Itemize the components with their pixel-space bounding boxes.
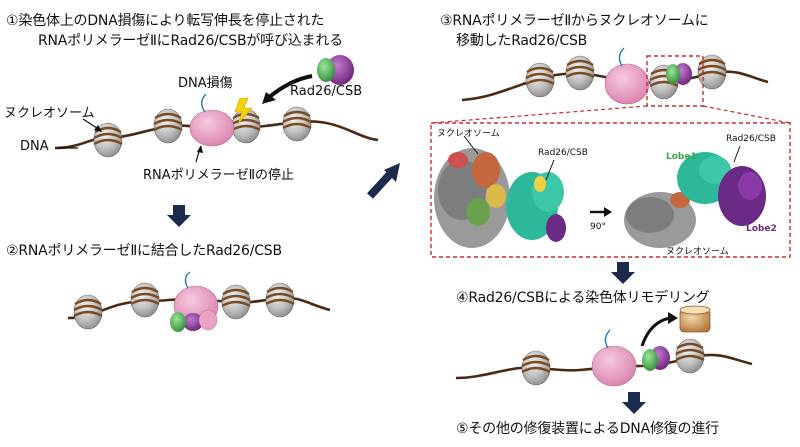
nucleosome-icon: [674, 337, 706, 375]
evicted-histone-icon: [679, 305, 711, 333]
dna-damage-label: DNA損傷: [178, 76, 233, 91]
rad26-csb-icon: [170, 309, 218, 332]
nucleosome-icon: [696, 53, 728, 91]
structure-rad26-label-right: Rad26/CSB: [726, 134, 776, 144]
rad26-csb-icon: [317, 55, 354, 85]
diagonal-arrow-icon: [367, 163, 400, 199]
structure-nucleosome-label-right: ヌクレオソーム: [666, 247, 729, 257]
rnapii-stop-label: RNAポリメラーゼⅡの停止: [143, 168, 295, 183]
lobe1-label: Lobe1: [666, 152, 697, 162]
down-arrow-icon: [622, 392, 646, 414]
rna-transcript: [201, 93, 207, 113]
structure-panel-frame: [430, 122, 791, 258]
rna-polymerase-icon: [604, 63, 650, 105]
rna-polymerase-icon: [189, 109, 235, 147]
nucleosome-icon: [152, 107, 184, 145]
nucleosome-icon: [281, 105, 313, 143]
nucleosome-icon: [564, 54, 596, 92]
rna-polymerase-icon: [591, 345, 637, 387]
cryoem-structure-left: [434, 148, 566, 248]
step2-title: ②RNAポリメラーゼⅡに結合したRad26/CSB: [6, 243, 282, 259]
step4-title: ④Rad26/CSBによる染色体リモデリング: [456, 290, 710, 306]
nucleosome-icon: [264, 281, 296, 319]
panel1-graphic: [54, 55, 379, 163]
rad26-csb-label: Rad26/CSB: [290, 84, 363, 99]
structure-rad26-label-left: Rad26/CSB: [538, 148, 588, 158]
nucleosome-label: ヌクレオソーム: [4, 106, 95, 121]
nucleosome-icon: [129, 281, 161, 319]
nucleosome-icon: [524, 61, 556, 99]
nucleosome-icon: [520, 349, 552, 387]
down-arrow-icon: [611, 262, 635, 284]
zoom-box: [646, 55, 704, 107]
panel3-graphic: [430, 47, 791, 258]
step3-title: ③RNAポリメラーゼⅡからヌクレオソームに: [440, 13, 709, 29]
rad26-csb-icon: [666, 63, 692, 85]
step1-title-line2: RNAポリメラーゼⅡにRad26/CSBが呼び込まれる: [38, 33, 343, 49]
step1-title: ①染色体上のDNA損傷により転写伸長を停止された: [6, 13, 325, 29]
damage-lightning-icon: [234, 97, 253, 125]
cryoem-structure-right: [624, 152, 766, 248]
lobe2-label: Lobe2: [746, 224, 777, 234]
step5-title: ⑤その他の修復装置によるDNA修復の進行: [456, 421, 719, 437]
step3-title-line2: 移動したRad26/CSB: [456, 33, 588, 49]
structure-nucleosome-label: ヌクレオソーム: [437, 129, 500, 139]
rad26-csb-icon: [642, 346, 670, 371]
panel2-graphic: [67, 271, 331, 332]
nucleosome-icon: [220, 283, 252, 321]
dna-label: DNA: [20, 139, 49, 154]
recruit-arrow: [266, 74, 313, 100]
down-arrow-icon: [167, 205, 191, 227]
rotation-arrow-icon: [590, 207, 612, 217]
panel4-graphic: [455, 305, 753, 387]
eviction-arrow: [640, 316, 671, 347]
rotation-label: 90°: [590, 222, 606, 232]
nucleosome-icon: [72, 293, 104, 331]
